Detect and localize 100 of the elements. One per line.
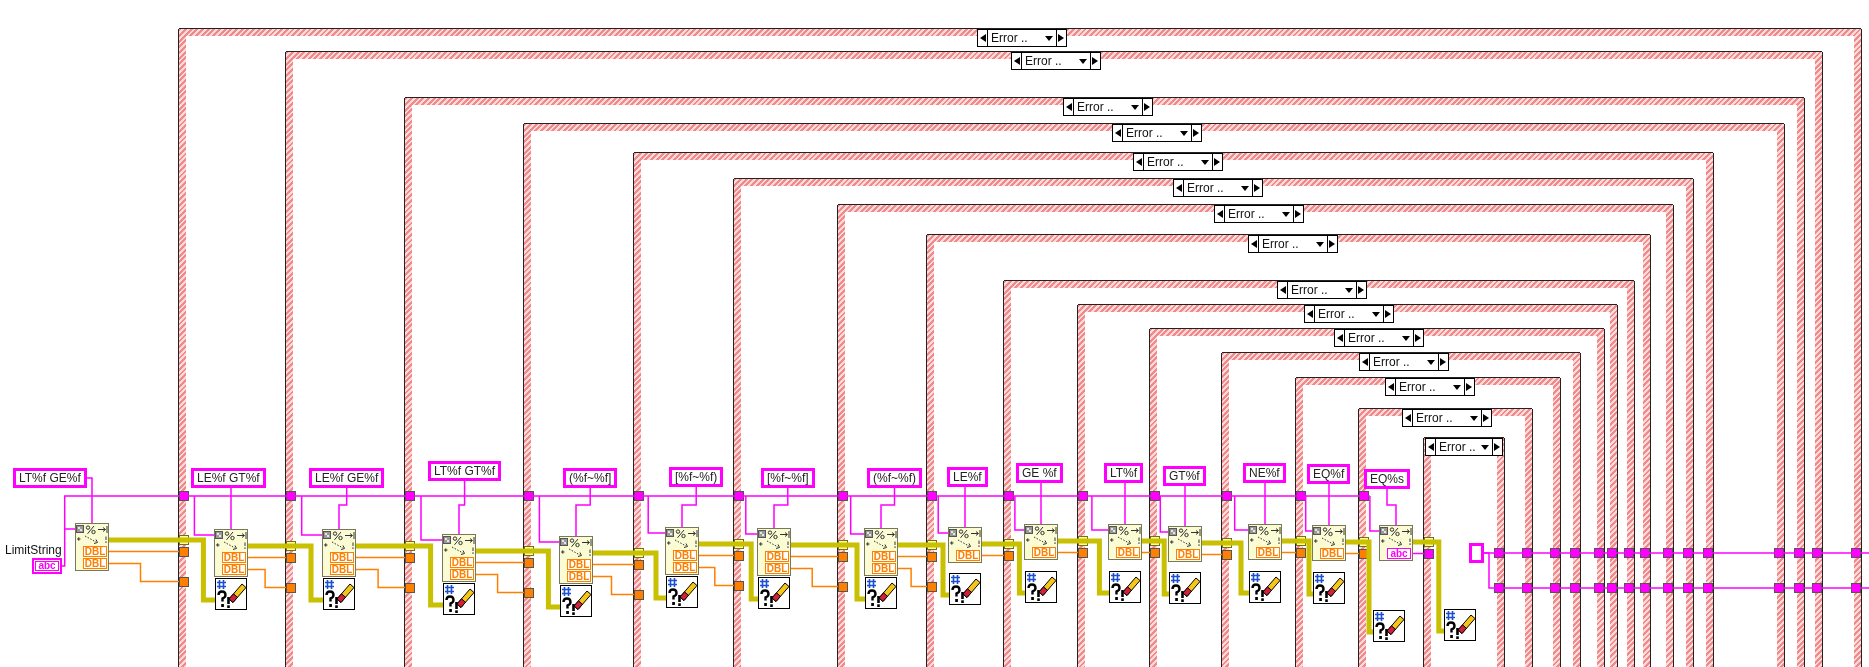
data-type-label: DBL bbox=[330, 564, 354, 575]
wire bbox=[898, 542, 949, 598]
wire bbox=[1282, 538, 1313, 597]
function-block bbox=[1379, 525, 1413, 561]
eraser-icon bbox=[1169, 572, 1201, 604]
wire bbox=[790, 567, 839, 588]
wire bbox=[647, 495, 666, 534]
eraser-icon bbox=[1444, 609, 1476, 641]
wire bbox=[86, 477, 93, 524]
wire bbox=[538, 495, 560, 543]
function-block bbox=[214, 529, 248, 577]
wire bbox=[592, 575, 635, 596]
eraser-icon bbox=[666, 576, 698, 608]
wire bbox=[698, 566, 735, 587]
string-constant: [%f~%f) bbox=[669, 467, 724, 487]
case-selector: Error .. bbox=[1112, 124, 1202, 142]
wire bbox=[109, 537, 215, 603]
wire bbox=[1057, 551, 1079, 554]
function-block bbox=[559, 536, 593, 584]
string-constant: (%f~%f) bbox=[867, 468, 922, 488]
control-label: LimitString bbox=[5, 543, 62, 558]
wire bbox=[699, 541, 758, 602]
data-type-label: DBL bbox=[872, 563, 896, 574]
wire bbox=[247, 568, 287, 589]
data-type-label: DBL bbox=[83, 558, 107, 569]
string-constant: [%f~%f] bbox=[761, 468, 815, 488]
eraser-icon bbox=[865, 577, 897, 609]
string-constant: (%f~%f] bbox=[563, 468, 618, 488]
wire bbox=[593, 550, 666, 601]
string-constant: NE%f bbox=[1243, 463, 1286, 483]
case-selector: Error .. bbox=[1063, 98, 1153, 116]
wire bbox=[937, 495, 949, 534]
data-type-label: abc bbox=[1387, 548, 1411, 559]
wire bbox=[1328, 483, 1330, 526]
empty-constant bbox=[1469, 543, 1484, 563]
eraser-icon bbox=[560, 585, 592, 617]
case-structure bbox=[927, 235, 1650, 667]
wire bbox=[1281, 551, 1297, 554]
data-type-label: DBL bbox=[83, 546, 107, 557]
wire bbox=[458, 480, 466, 535]
eraser-icon bbox=[1025, 571, 1057, 603]
wire bbox=[476, 548, 560, 610]
data-type-label: DBL bbox=[1116, 547, 1140, 558]
wire bbox=[63, 528, 76, 530]
case-structure bbox=[1359, 409, 1532, 667]
function-block bbox=[948, 527, 982, 563]
wire bbox=[897, 555, 928, 558]
wire bbox=[300, 495, 323, 536]
case-structure bbox=[1078, 305, 1617, 667]
string-terminal: abc bbox=[32, 558, 62, 574]
case-structure bbox=[1150, 329, 1604, 667]
data-type-label: DBL bbox=[673, 550, 697, 561]
data-type-label: DBL bbox=[567, 559, 591, 570]
case-selector: Error .. bbox=[1359, 353, 1449, 371]
eraser-icon bbox=[949, 573, 981, 605]
function-block bbox=[757, 528, 791, 576]
data-type-label: DBL bbox=[956, 550, 980, 561]
case-selector: Error .. bbox=[1334, 329, 1424, 347]
wire bbox=[1141, 551, 1151, 554]
wire bbox=[1304, 495, 1313, 532]
wire bbox=[230, 487, 232, 530]
wire bbox=[356, 543, 443, 608]
function-block bbox=[1024, 524, 1058, 560]
data-type-label: DBL bbox=[1320, 548, 1344, 559]
eraser-icon bbox=[1373, 610, 1405, 642]
function-block bbox=[1312, 525, 1346, 561]
wire bbox=[108, 562, 180, 583]
wire bbox=[982, 541, 1025, 596]
wire bbox=[790, 555, 839, 558]
case-structure bbox=[838, 205, 1673, 667]
wire bbox=[1040, 482, 1042, 525]
wire bbox=[897, 567, 928, 588]
data-type-label: DBL bbox=[222, 552, 246, 563]
wire bbox=[193, 495, 215, 536]
wire bbox=[1201, 553, 1223, 556]
wire bbox=[1386, 488, 1397, 526]
wire bbox=[475, 561, 525, 564]
data-type-label: DBL bbox=[765, 563, 789, 574]
wire bbox=[1264, 482, 1266, 525]
wire bbox=[1413, 539, 1444, 634]
function-block bbox=[442, 534, 476, 582]
eraser-icon bbox=[323, 578, 355, 610]
function-block bbox=[665, 527, 699, 575]
string-constant: EQ%f bbox=[1307, 464, 1351, 484]
data-type-label: DBL bbox=[450, 569, 474, 580]
data-type-label: DBL bbox=[222, 564, 246, 575]
case-selector: Error .. bbox=[1277, 281, 1367, 299]
case-selector: Error .. bbox=[1173, 179, 1263, 197]
wire bbox=[1345, 552, 1360, 555]
case-selector: Error .. bbox=[1011, 52, 1101, 70]
string-constant: LT%f GT%f bbox=[428, 461, 502, 481]
wire bbox=[248, 543, 323, 603]
wire bbox=[1124, 482, 1126, 525]
wire bbox=[745, 495, 758, 535]
eraser-icon bbox=[1249, 571, 1281, 603]
wire bbox=[1412, 552, 1425, 555]
wire bbox=[1346, 539, 1373, 635]
eraser-icon bbox=[1313, 572, 1345, 604]
data-type-label: DBL bbox=[1176, 549, 1200, 560]
function-block bbox=[864, 528, 898, 576]
